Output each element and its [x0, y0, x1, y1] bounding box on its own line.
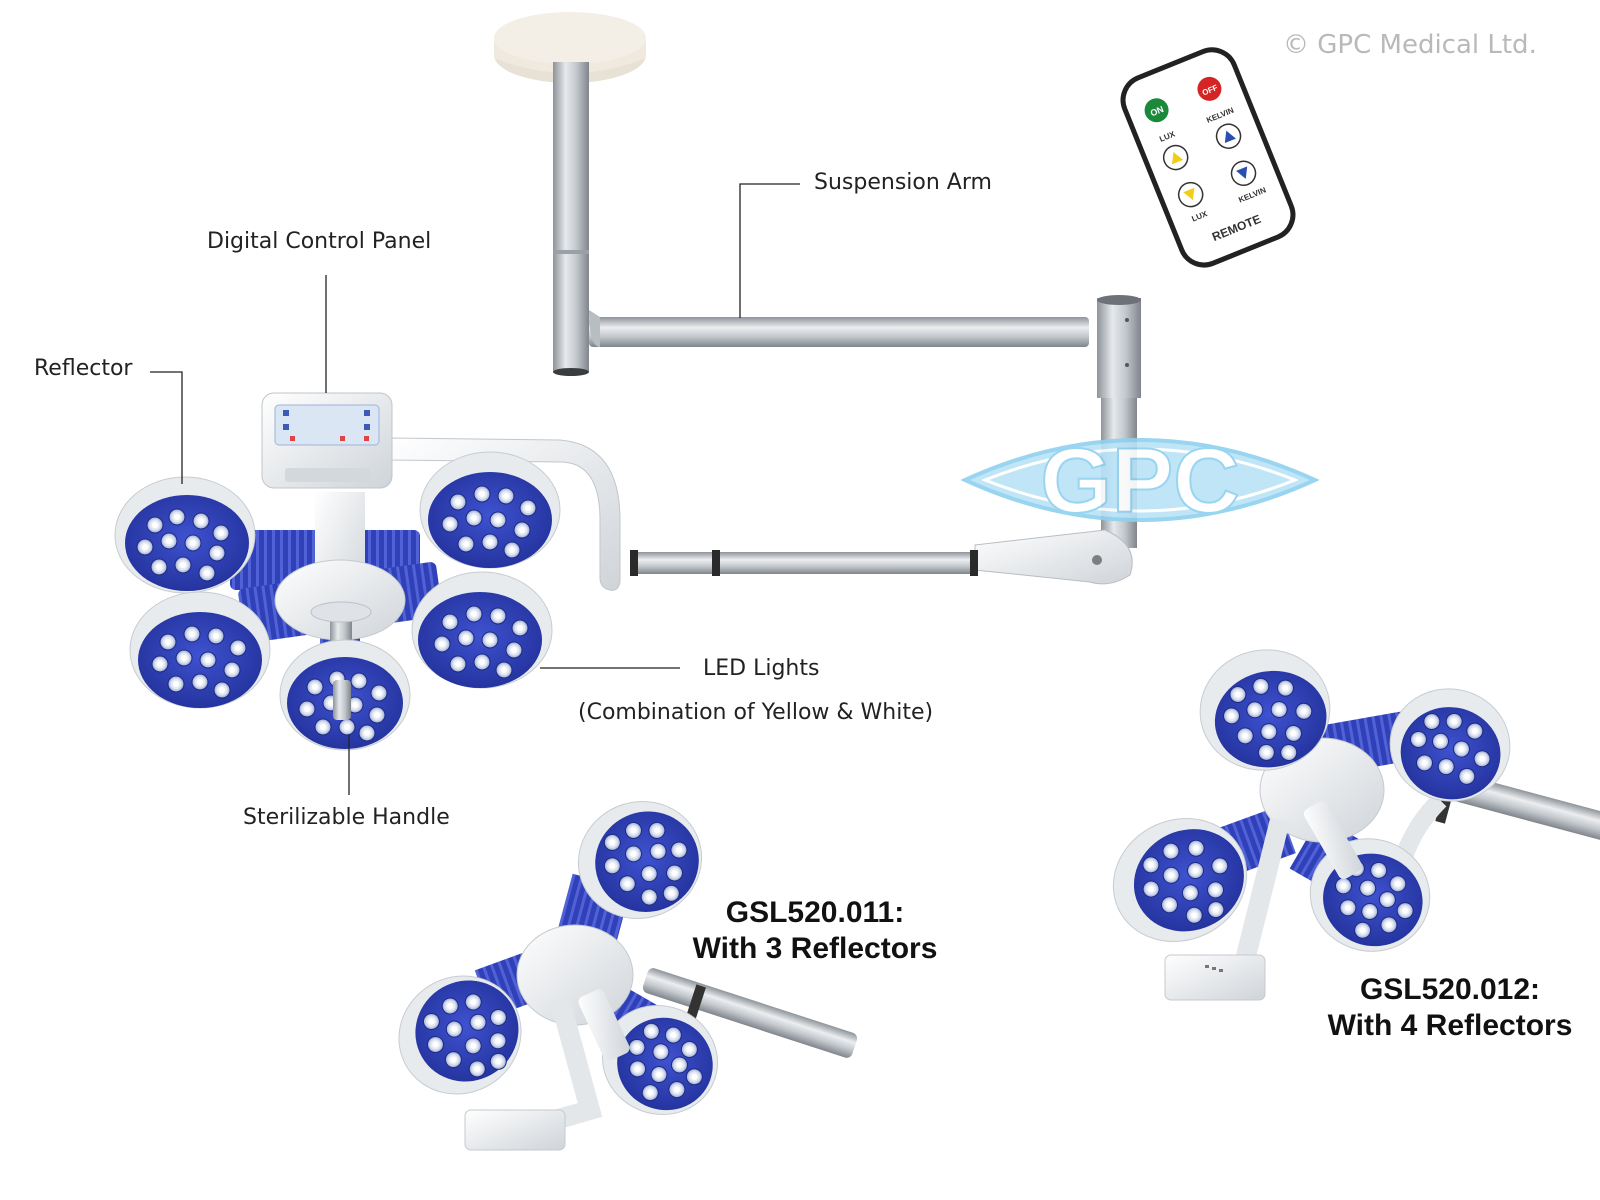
model-4-desc: With 4 Reflectors	[1327, 1009, 1573, 1042]
model-3-code: GSL520.011:	[725, 896, 905, 929]
label-led-lights: LED Lights	[703, 656, 820, 681]
on-button-icon	[1144, 98, 1169, 123]
reflector-pod-top-right	[419, 451, 561, 569]
label-digital-control-panel: Digital Control Panel	[207, 229, 432, 254]
off-button-icon	[1197, 76, 1222, 101]
watermark-text: GPC	[1040, 430, 1239, 532]
kelvin-down-icon	[1236, 166, 1248, 179]
label-reflector: Reflector	[34, 356, 133, 381]
reflector-pod-bottom-left	[129, 591, 271, 709]
reflector-leader	[150, 371, 183, 484]
copyright-notice: © GPC Medical Ltd.	[1283, 30, 1537, 60]
remote-on-label: ON	[1149, 104, 1165, 118]
kelvin-up-icon	[1224, 130, 1236, 144]
reflector-pod-top-left	[114, 476, 256, 594]
model-4-code: GSL520.012:	[1359, 973, 1541, 1006]
digital-control-panel	[261, 392, 393, 489]
model-4-reflector-image	[1112, 649, 1600, 1001]
label-sterilizable-handle: Sterilizable Handle	[243, 805, 450, 830]
model-3-reflector-caption: GSL520.011: With 3 Reflectors	[680, 895, 950, 967]
model-4-reflector-caption: GSL520.012: With 4 Reflectors	[1310, 972, 1590, 1044]
suspension-arm-leader	[739, 183, 800, 318]
suspension-arm-assembly	[389, 12, 1141, 591]
model-3-reflector-image	[398, 801, 858, 1151]
gpc-watermark: GPC	[960, 429, 1320, 533]
main-lamp-head	[114, 392, 561, 751]
remote-control: ON OFF LUX KELVIN LUX KELVIN REMOTE	[1120, 47, 1296, 268]
label-led-lights-note: (Combination of Yellow & White)	[578, 700, 934, 725]
lux-up-icon	[1171, 151, 1184, 165]
lux-down-icon	[1183, 187, 1195, 201]
reflector-pod-bottom-right	[411, 571, 553, 689]
label-suspension-arm: Suspension Arm	[814, 170, 992, 195]
model-3-desc: With 3 Reflectors	[692, 932, 938, 965]
callout-lines	[150, 183, 800, 795]
